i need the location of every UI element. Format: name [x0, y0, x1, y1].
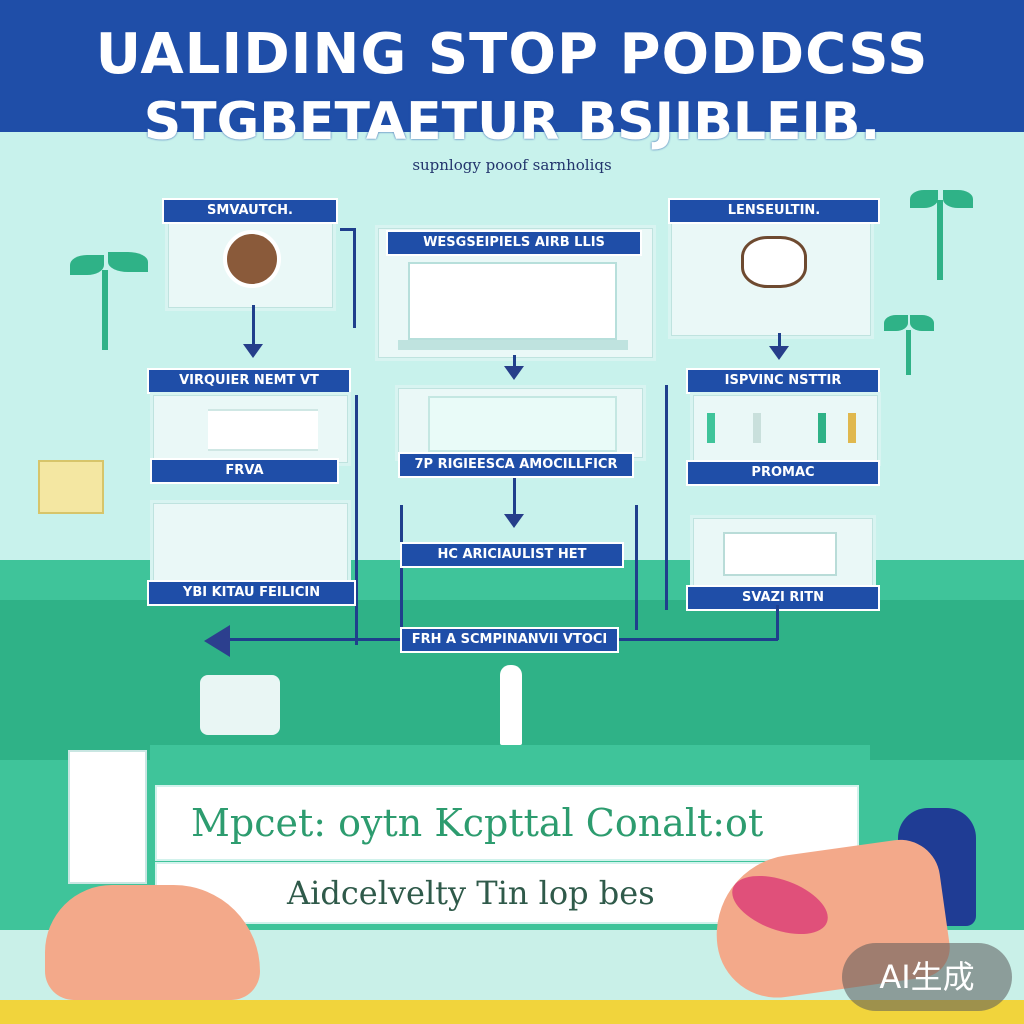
connector-line [353, 228, 356, 328]
title-line-2: STGBETAETUR BSJIBLEIB. [143, 92, 881, 152]
plant-left-decoration [60, 250, 150, 350]
machine-illustration [723, 532, 837, 576]
label-row2-right: ISPVINC NSTTIR [686, 368, 880, 394]
hand-left-icon [45, 885, 260, 1000]
label-row2-right-sub: PROMAC [686, 460, 880, 486]
plant-right-decoration [905, 190, 975, 280]
vial-icon [707, 413, 715, 443]
panel-row3-right [690, 515, 876, 591]
panel-top-right [668, 215, 874, 339]
document-lines [208, 409, 318, 451]
panel-row2-left [150, 392, 351, 466]
label-row2-left-sub: FRVA [150, 458, 339, 484]
header-banner [0, 0, 1024, 132]
label-top-left: SMVAUTCH. [162, 198, 338, 224]
bottom-text-line-1: Mpcet: oytn Kcpttal Conalt:ot [155, 785, 859, 861]
figure-group-icon [200, 675, 280, 735]
label-top-center: WESGSEIPIELS AIRB LLIS [386, 230, 642, 256]
arrow-down-right [769, 346, 789, 360]
arrow-left-bottom [204, 625, 230, 657]
panel-row3-left [150, 500, 351, 584]
illustration-icon [741, 236, 807, 288]
arrow-down-center-2 [504, 514, 524, 528]
title-line-1: UALIDING STOP PODDCSS [95, 22, 929, 87]
connector-line [778, 333, 781, 348]
panel-row2-center [395, 385, 646, 461]
monitor-screen [408, 262, 617, 340]
connector-line [776, 605, 779, 640]
arrow-down-left [243, 344, 263, 358]
vial-icon [848, 413, 856, 443]
ai-generated-badge: AI生成 [842, 943, 1012, 1011]
label-row3-right: SVAZI RITN [686, 585, 880, 611]
connector-line [252, 305, 255, 345]
panel-row2-right [690, 392, 881, 466]
vial-icon [818, 413, 826, 443]
connector-line [513, 355, 516, 367]
connector-line [355, 395, 358, 645]
background-yellow-edge [0, 1000, 1024, 1024]
arrow-down-center [504, 366, 524, 380]
subtitle: supnlogy pooof sarnholiqs [412, 156, 612, 174]
monitor-base [398, 340, 628, 350]
connector-line [340, 228, 356, 231]
figure-person-icon [500, 665, 522, 745]
vial-icon [753, 413, 761, 443]
label-row3-bottom: FRH A SCMPINANVII VTOCI [400, 627, 619, 653]
plant-right-lower-decoration [880, 315, 940, 375]
connector-line [665, 385, 668, 610]
label-row2-left: VIRQUIER NEMT VT [147, 368, 351, 394]
label-top-right: LENSEULTIN. [668, 198, 880, 224]
clipboard-icon [68, 750, 147, 884]
monitor-screen [428, 396, 617, 452]
connector-line [635, 505, 638, 630]
label-row3-left: YBI KITAU FEILICIN [147, 580, 356, 606]
certificate-icon [38, 460, 104, 514]
illustration-icon [223, 230, 281, 288]
label-row3-center: HC ARICIAULIST HET [400, 542, 624, 568]
label-row2-center: 7P RIGIEESCA AMOCILLFICR [398, 452, 634, 478]
connector-line [513, 478, 516, 514]
